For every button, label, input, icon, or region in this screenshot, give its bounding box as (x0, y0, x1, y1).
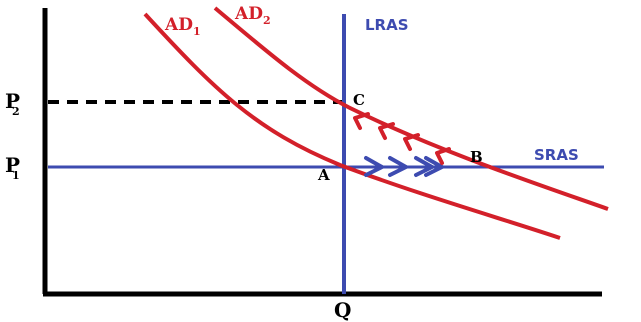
ad2-label: AD2 (234, 4, 271, 27)
point-b-label: B (470, 148, 483, 166)
arrow-right-3 (414, 156, 434, 177)
sras-label: SRAS (534, 146, 579, 164)
arrow-left-3 (378, 122, 395, 140)
arrows-a-to-b (364, 156, 444, 177)
q-label: Q (334, 298, 351, 322)
arrow-right-4 (424, 156, 444, 177)
arrows-b-to-c (353, 112, 451, 165)
ad1-curve (143, 12, 561, 240)
p1-label: P1 (5, 153, 20, 182)
arrow-right-2 (388, 156, 408, 177)
point-c-label: C (353, 91, 365, 109)
ad1-label: AD1 (164, 15, 201, 38)
lras-label: LRAS (365, 16, 409, 34)
point-a-label: A (317, 166, 330, 184)
p2-label: P2 (5, 89, 20, 118)
arrow-left-1 (435, 147, 451, 165)
arrow-left-2 (403, 133, 420, 151)
arrow-right-1 (364, 156, 384, 177)
arrow-left-4 (353, 112, 370, 130)
ad2-curve (213, 6, 609, 211)
